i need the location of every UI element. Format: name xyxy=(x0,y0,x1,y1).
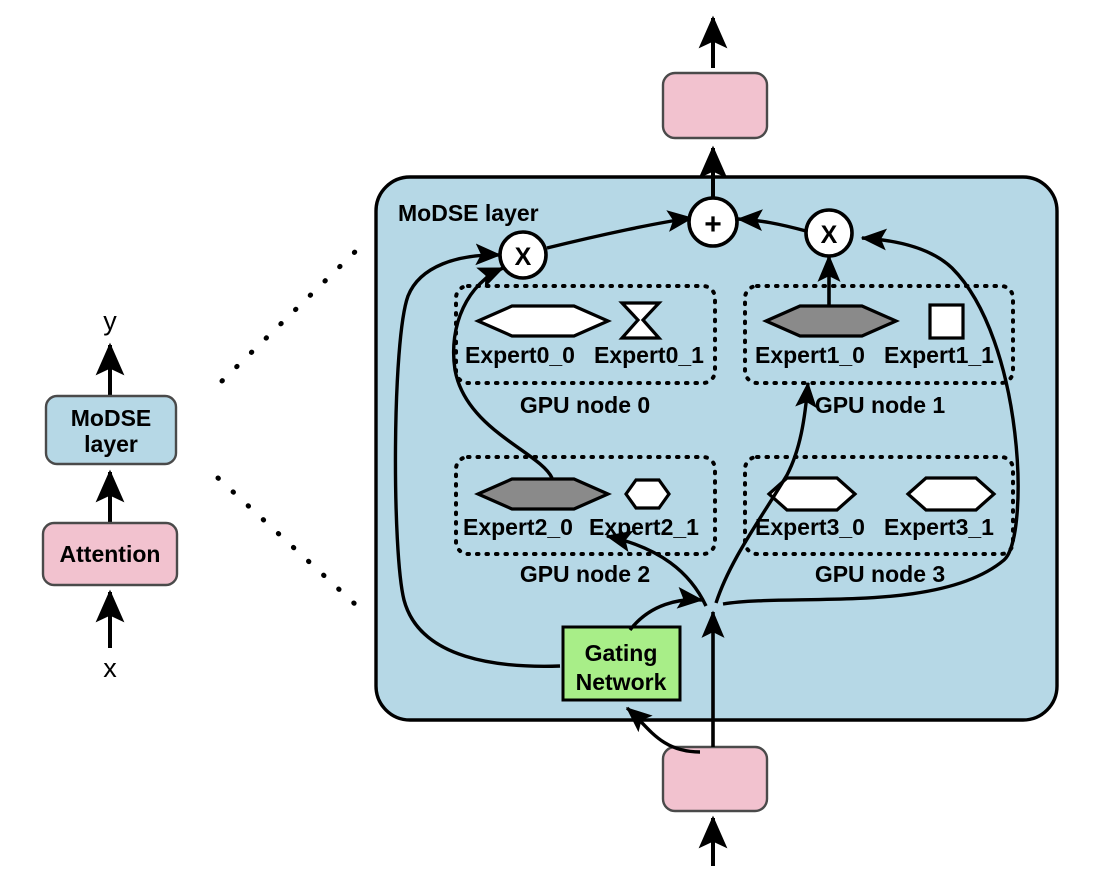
arrow-mul-left-to-add xyxy=(546,210,694,250)
expert-label-expert1-1: Expert1_1 xyxy=(884,342,994,368)
arrow-gating-to-split xyxy=(628,586,704,632)
expert-shape-expert0-0[interactable] xyxy=(474,304,612,338)
expansion-leader-upper xyxy=(219,244,363,384)
left-block-attention[interactable] xyxy=(41,521,179,587)
gating-network-label-1: Gating xyxy=(585,640,658,666)
arrow-expert2-0-to-mul-left xyxy=(451,266,554,479)
left-output-label: y xyxy=(103,306,117,336)
operator-mul-left[interactable]: X xyxy=(498,230,548,280)
left-block-modse-label-2: layer xyxy=(84,431,138,457)
arrow-gating-to-mul-left xyxy=(393,243,561,668)
gpu-node-2-label: GPU node 2 xyxy=(520,561,650,587)
top-pink-block[interactable] xyxy=(661,71,769,140)
gpu-node-1-label: GPU node 1 xyxy=(815,392,946,418)
left-block-modse-layer[interactable] xyxy=(44,394,178,466)
gating-network-label-2: Network xyxy=(576,669,667,695)
expert-label-expert2-0: Expert2_0 xyxy=(463,514,573,540)
expert-shape-expert0-1[interactable] xyxy=(618,301,663,340)
expert-shape-expert3-1[interactable] xyxy=(905,476,997,512)
gating-network-block[interactable] xyxy=(561,625,682,702)
left-block-modse-label-1: MoDSE xyxy=(71,405,152,431)
operator-add-symbol: + xyxy=(704,208,722,241)
operator-mul-right-symbol: X xyxy=(821,221,838,249)
modse-layer-panel xyxy=(374,175,1059,722)
expert-label-expert3-0: Expert3_0 xyxy=(755,514,865,540)
gpu-node-0-label: GPU node 0 xyxy=(520,392,650,418)
operator-add[interactable]: + xyxy=(687,196,739,248)
panel-title: MoDSE layer xyxy=(398,200,539,226)
arrow-input-to-gating xyxy=(625,706,701,754)
operator-mul-right[interactable]: X xyxy=(804,208,854,258)
expert-shape-expert2-1[interactable] xyxy=(624,478,671,510)
expert-label-expert0-0: Expert0_0 xyxy=(465,342,575,368)
arrow-mul-right-to-add xyxy=(736,209,807,233)
expert-label-expert2-1: Expert2_1 xyxy=(589,514,699,540)
operator-mul-left-symbol: X xyxy=(515,243,532,271)
expert-label-expert1-0: Expert1_0 xyxy=(755,342,865,368)
gpu-node-2-box xyxy=(454,455,717,556)
expert-label-expert0-1: Expert0_1 xyxy=(594,342,704,368)
arrow-split-to-mul-right xyxy=(722,228,1020,606)
arrow-split-to-expert1-0 xyxy=(714,381,817,604)
left-input-label: x xyxy=(103,653,117,683)
expert-shape-expert1-1[interactable] xyxy=(928,303,965,340)
left-block-attention-label: Attention xyxy=(60,541,161,567)
expert-shape-expert1-0[interactable] xyxy=(762,304,900,338)
expert-label-expert3-1: Expert3_1 xyxy=(884,514,994,540)
bottom-pink-block[interactable] xyxy=(661,745,769,813)
expert-shape-expert2-0[interactable] xyxy=(474,477,612,511)
gpu-node-1-box xyxy=(743,284,1015,385)
gpu-node-3-label: GPU node 3 xyxy=(815,561,945,587)
gpu-node-3-box xyxy=(743,455,1015,556)
expansion-leader-lower xyxy=(215,475,359,608)
